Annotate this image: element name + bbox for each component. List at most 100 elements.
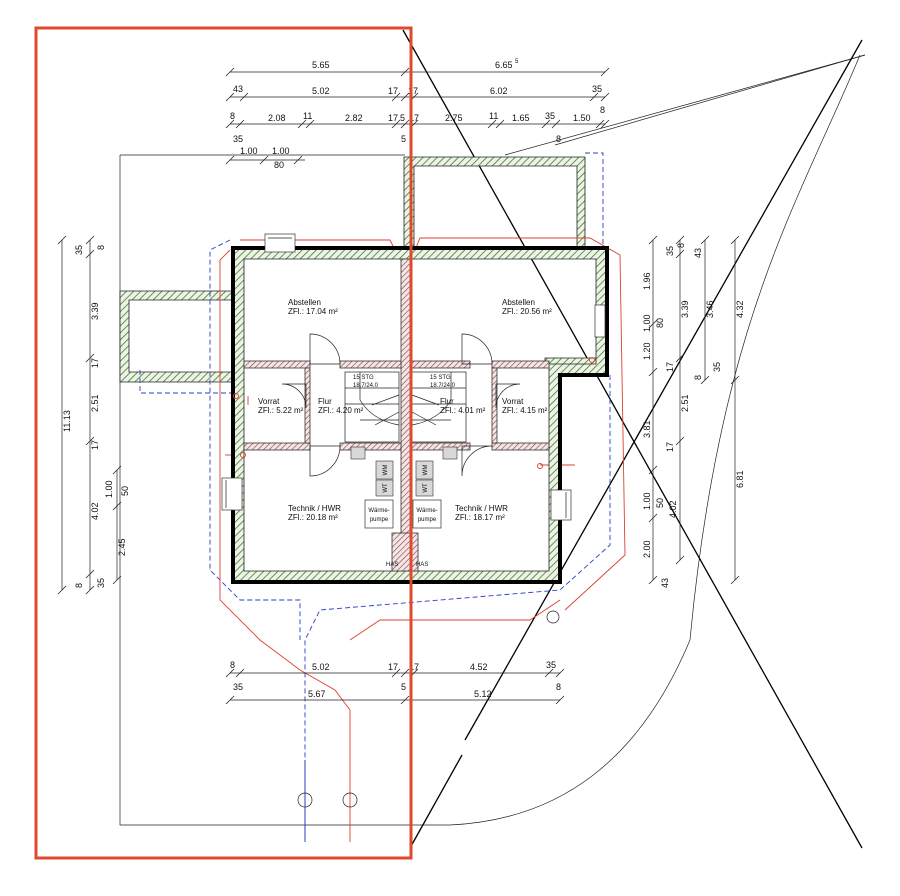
dim-right-9: 1.20 bbox=[642, 342, 652, 360]
dim-top-r4-1: 5 bbox=[401, 134, 406, 144]
dim-top-r3-12: 8 bbox=[600, 105, 605, 115]
dim-right-13: 3.81 bbox=[642, 420, 652, 438]
dim-right-3: 43 bbox=[693, 248, 703, 258]
room-name-flur-left: Flur bbox=[318, 397, 332, 406]
staircases bbox=[344, 371, 467, 460]
dim-top-r2-4: 6.02 bbox=[490, 86, 508, 96]
dimensions-top: 5.65 6.65 5 43 5.02 17 17 6.02 35 8 2.08… bbox=[225, 59, 610, 170]
dim-top-r2-3: 17 bbox=[408, 86, 418, 96]
room-area-flur-left: ZFl.: 4.20 m² bbox=[318, 406, 364, 415]
heat-pump-label-left-2: pumpe bbox=[370, 517, 389, 523]
room-name-technik-left: Technik / HWR bbox=[288, 504, 341, 513]
dim-right-12: 35 bbox=[712, 362, 722, 372]
dim-right-5: 3.46 bbox=[705, 300, 715, 318]
room-name-abstellen-left: Abstellen bbox=[288, 298, 321, 307]
dim-right-16: 6.81 bbox=[735, 470, 745, 488]
dim-right-8: 80 bbox=[655, 318, 665, 328]
dim-bottom-r1-4: 4.52 bbox=[470, 662, 488, 672]
dim-top-r3-1: 2.08 bbox=[268, 113, 286, 123]
dim-right-0: 35 bbox=[665, 246, 675, 256]
diagonal-lines bbox=[402, 29, 863, 849]
dim-top-r3-0: 8 bbox=[230, 111, 235, 121]
wt-label-left: WT bbox=[383, 483, 389, 493]
manhole-circles bbox=[233, 357, 595, 808]
dimensions-right: 35 8 1.96 43 3.39 3.46 4.32 1.00 80 1.20… bbox=[642, 235, 745, 588]
room-area-vorrat-right: ZFl.: 4.15 m² bbox=[502, 406, 548, 415]
dim-top-r2-2: 17 bbox=[388, 86, 398, 96]
dim-left-12: 2.45 bbox=[117, 538, 127, 556]
dim-top-r3-7: 2.75 bbox=[445, 113, 463, 123]
room-name-technik-right: Technik / HWR bbox=[455, 504, 508, 513]
dim-left-10: 1.00 bbox=[104, 480, 114, 498]
room-area-abstellen-right: ZFl.: 20.56 m² bbox=[502, 307, 552, 316]
dim-right-21: 43 bbox=[660, 578, 670, 588]
windows bbox=[221, 233, 606, 521]
dim-top-r1-1: 6.65 bbox=[495, 60, 513, 70]
dim-top-r5-0: 1.00 bbox=[240, 146, 258, 156]
dim-right-20: 2.00 bbox=[642, 540, 652, 558]
room-name-vorrat-left: Vorrat bbox=[258, 397, 280, 406]
dim-top-r5-1: 1.00 bbox=[272, 146, 290, 156]
dim-top-r3-2: 11 bbox=[303, 111, 312, 121]
dim-bottom-r1-5: 35 bbox=[546, 660, 556, 670]
dim-top-r2-0: 43 bbox=[233, 84, 243, 94]
dim-top-r4-2: 8 bbox=[556, 134, 561, 144]
dim-bottom-r2-0: 35 bbox=[233, 682, 243, 692]
wm-label-right: WM bbox=[423, 465, 429, 476]
room-area-technik-left: ZFl.: 20.18 m² bbox=[288, 513, 338, 522]
room-name-vorrat-right: Vorrat bbox=[502, 397, 524, 406]
dim-top-r1-0: 5.65 bbox=[312, 60, 330, 70]
has-label-right: HAS bbox=[416, 562, 428, 568]
dim-right-10: 17 bbox=[665, 362, 675, 372]
dim-top-r2-5: 35 bbox=[592, 84, 602, 94]
dim-right-11: 8 bbox=[693, 375, 703, 380]
dim-bottom-r1-0: 8 bbox=[230, 660, 235, 670]
stair-label-right: 15 STG bbox=[430, 375, 451, 381]
dim-left-0: 35 bbox=[74, 245, 84, 255]
dim-top-r3-8: 11 bbox=[489, 111, 498, 121]
dim-bottom-r1-3: 17 bbox=[409, 662, 419, 672]
dim-top-r3-4: 17 bbox=[388, 113, 398, 123]
dim-right-15: 17 bbox=[665, 442, 675, 452]
dim-bottom-r1-2: 17 bbox=[388, 662, 398, 672]
building-walls bbox=[231, 246, 609, 584]
red-utility-lines bbox=[219, 237, 626, 842]
dim-right-1: 8 bbox=[676, 243, 686, 248]
has-label-left: HAS bbox=[386, 562, 398, 568]
room-area-vorrat-left: ZFl.: 5.22 m² bbox=[258, 406, 304, 415]
dim-sup: 5 bbox=[515, 59, 519, 65]
dim-top-r3-3: 2.82 bbox=[345, 113, 363, 123]
room-area-abstellen-left: ZFl.: 17.04 m² bbox=[288, 307, 338, 316]
room-name-flur-right: Flur bbox=[440, 397, 454, 406]
stair-label-left: 15 STG bbox=[353, 375, 374, 381]
technical-equipment: WM WT WM WT Wärme- pumpe Wärme- pumpe HA… bbox=[364, 460, 442, 572]
dim-bottom-r3-1: 5.12 bbox=[474, 689, 492, 699]
dim-top-r3-11: 1.50 bbox=[573, 113, 591, 123]
dim-left-7: 8 bbox=[74, 583, 84, 588]
room-labels: Abstellen ZFl.: 17.04 m² Abstellen ZFl.:… bbox=[258, 298, 552, 522]
room-name-abstellen-right: Abstellen bbox=[502, 298, 535, 307]
dim-left-2: 3.39 bbox=[90, 302, 100, 320]
heat-pump-label-left-1: Wärme- bbox=[368, 508, 389, 514]
dim-left-11: 50 bbox=[120, 486, 130, 496]
heat-pump-label-right-2: pumpe bbox=[418, 517, 437, 523]
dim-left-8: 35 bbox=[96, 578, 106, 588]
dim-top-r3-6: 17 bbox=[409, 113, 419, 123]
dim-right-2: 1.96 bbox=[642, 272, 652, 290]
dim-bottom-r2-1: 5 bbox=[401, 682, 406, 692]
doors bbox=[281, 333, 521, 477]
wm-label-left: WM bbox=[383, 465, 389, 476]
stair-ratio-left: 18.7/24.0 bbox=[353, 383, 379, 389]
selection-highlight bbox=[34, 26, 413, 860]
dim-left-9: 11.13 bbox=[62, 410, 72, 432]
blue-dashed-utility-lines bbox=[139, 152, 611, 842]
dim-top-r3-10: 35 bbox=[545, 111, 555, 121]
dimensions-left: 35 8 3.39 17 2.51 17 4.02 8 35 11.13 1.0… bbox=[57, 235, 130, 595]
dim-right-18: 50 bbox=[655, 498, 665, 508]
dim-bottom-r1-1: 5.02 bbox=[312, 662, 330, 672]
dim-top-r4-0: 35 bbox=[233, 134, 243, 144]
dim-left-4: 2.51 bbox=[90, 394, 100, 412]
dim-left-5: 17 bbox=[90, 440, 100, 450]
dim-top-r3-5: 5 bbox=[400, 113, 405, 123]
